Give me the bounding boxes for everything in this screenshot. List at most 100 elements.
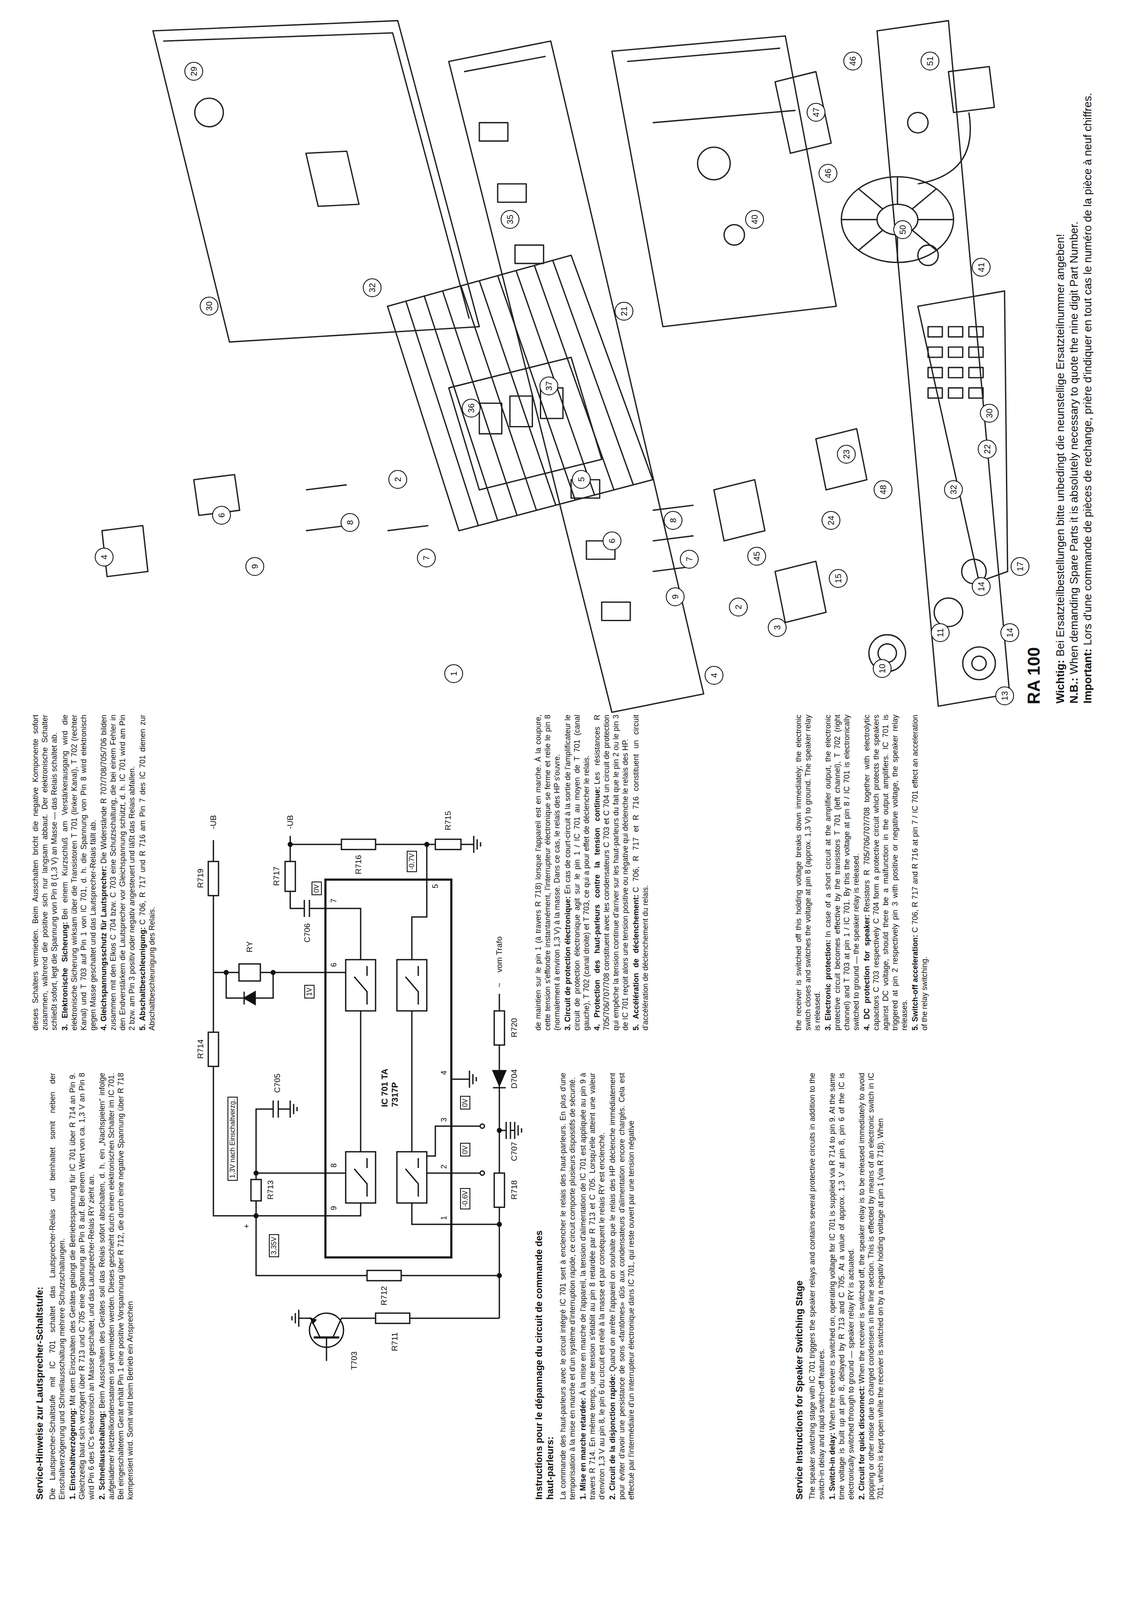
junction-dots [223,841,502,1278]
part-rect [479,122,508,141]
callout-number: 4 [94,547,114,567]
section-heading: Service Instructions for Speaker Switchi… [793,1226,805,1500]
drawing-line [816,428,867,490]
resistor-label: R716 [353,854,364,875]
supply-label: -UB [208,814,219,829]
part-rect [435,839,461,850]
part-circle [971,655,986,671]
part-rect [515,244,544,264]
part-rect [208,1031,219,1067]
callout-number: 41 [971,257,991,277]
paragraph-lead: Wichtig: [1053,659,1067,704]
paragraph: Important:Lors d'une commande de pièces … [1080,20,1095,704]
drawing-line [473,835,481,853]
wires [213,835,522,1361]
paragraph: 2. Schnellausschaltung:Beim Ausschalten … [97,1072,135,1500]
part-circle [309,1312,344,1347]
drawing-line [273,1100,279,1118]
paragraph-text: Bei Ersatzteilbestellungen bitte unbedin… [1053,233,1067,657]
drawing-line [877,20,1010,706]
paragraph-lead: 5. Switch-off acceleration: [910,934,920,1031]
paragraph: 3. Elektronische Sicherung:Bei einem Kur… [60,714,98,1031]
part-circle [496,1221,502,1227]
paragraph-text: de maintien sur le pin 1 (à travers R 71… [533,714,562,1031]
callout-number: 23 [836,444,856,464]
drawing-line [918,291,1008,582]
part-rect [497,183,527,203]
pin-number: 3 [439,1117,449,1122]
drawing-line [775,561,826,623]
ac-sign: ~ [494,982,505,988]
drawing-line [256,1172,325,1174]
part-rect [494,1172,505,1207]
components [208,839,506,1324]
drawing-line [213,971,325,974]
pin-number: 7 [329,898,339,903]
paragraph-text: the receiver is switched off this holdin… [794,714,822,1031]
callout-number: 10 [872,658,892,678]
callout-number: 50 [893,220,913,240]
paragraph: de maintien sur le pin 1 (à travers R 71… [533,714,562,1031]
callout-number: 5 [571,469,591,489]
paragraph: 4. DC protection for speaker:Resistors R… [862,714,910,1031]
callout-number: 9 [245,556,265,576]
part-circle [194,98,224,127]
capacitor-label: C707 [509,1141,519,1161]
paragraph-lead: 3. Electronic protection: [823,939,833,1031]
part-circle [496,1272,502,1278]
part-circle [907,112,929,133]
text-column: Instructions pour le dépannage du circui… [533,1072,638,1500]
drawing-line [714,479,765,541]
drawing-line [278,1100,298,1118]
part-rect [927,387,942,399]
paragraph: The speaker switching stage with IC 701 … [807,1072,827,1500]
model-name: RA 100 [1024,647,1044,705]
voltage-box: 3,35V [268,1233,280,1257]
resistor-label: R711 [390,1332,400,1351]
part-rect [396,959,427,1011]
paragraph: 3. Circuit de protection électronique:En… [562,714,592,1031]
paragraph-lead: 5. Accélération de déclenchement: [631,894,641,1031]
drawing-line [469,1070,477,1088]
paragraph: 5. Accélération de déclenchement:C 706, … [631,714,651,1031]
paragraph-lead: 5. Abschaltbeschleunigung: [138,926,147,1031]
part-rect [345,959,376,1011]
callout-number: 7 [679,549,699,569]
voltage-box: 0V [311,881,322,895]
callout-number: 14 [971,577,991,596]
drawing-line [313,1336,340,1339]
paragraph: Die Lautsprecher-Schaltstufe mit IC 701 … [47,1072,67,1500]
paragraph-text: Die Lautsprecher-Schaltstufe mit IC 701 … [48,1072,67,1500]
callout-number: 30 [199,296,219,316]
paragraph: 3. Electronic protection:In case of a sh… [823,714,861,1031]
part-circle [480,1123,485,1129]
drawing-line [354,965,419,1197]
callout-number: 21 [614,301,634,321]
part-rect [968,346,983,358]
exploded-parts [102,20,1010,712]
part-rect [345,1151,376,1203]
section-heading: Service-Hinweise zur Lautsprecher-Schalt… [34,1226,46,1500]
paragraph-lead: 3. Elektronische Sicherung: [60,921,70,1031]
drawing-line [306,484,429,531]
callout-number: 14 [1000,623,1020,642]
pin-number: 1 [439,1215,449,1220]
polarity-sign: + [241,1223,252,1229]
drawing-line [291,1309,321,1338]
callout-number: 48 [873,480,893,499]
resistor-label: R715 [443,810,453,831]
pin-number: 4 [439,1070,449,1075]
paragraph: 5. Abschaltbeschleunigung:C 706, R 717 u… [137,714,157,1031]
pin-number: 6 [329,962,339,967]
paragraph: 1. Einschaltverzögerung:Mit dem Einschal… [67,1072,97,1500]
resistor-label: R719 [195,868,206,888]
drawing-line [324,878,453,1225]
callout-number: 8 [663,510,683,530]
diode-label: D704 [509,1069,519,1089]
capacitor-label: C706 [302,923,312,943]
callout-number: 37 [539,376,559,396]
part-rect [375,1312,410,1324]
part-rect [948,326,963,337]
voltage-box: 1,3V nach Einschaltverzg. [227,1096,238,1181]
callout-number: 30 [979,403,999,423]
